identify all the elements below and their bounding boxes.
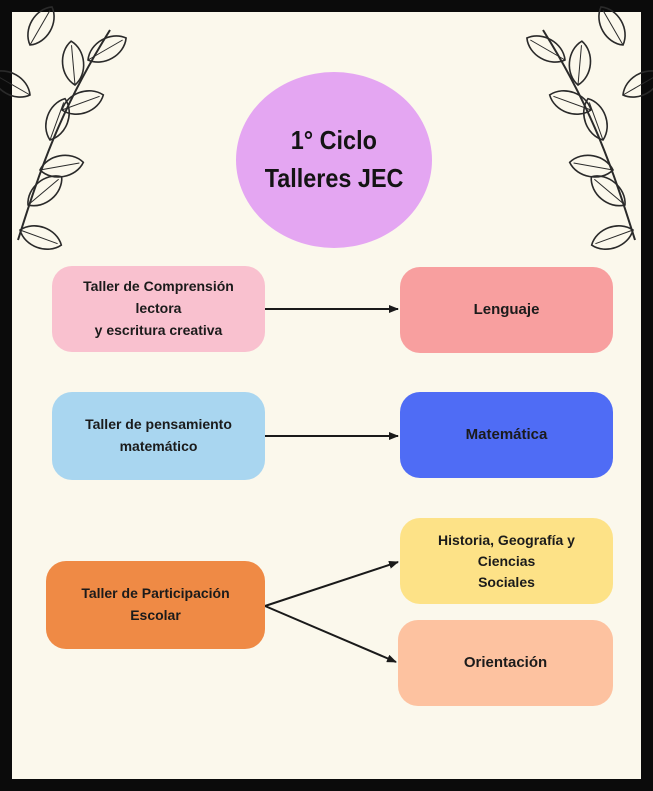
subject-label: Historia, Geografía y Ciencias	[438, 531, 575, 569]
workshop-comprension-lectora: Taller de Comprensión lectora y escritur…	[52, 266, 265, 352]
subject-lenguaje: Lenguaje	[400, 267, 613, 353]
subject-label: Sociales	[478, 573, 535, 590]
title-bubble: 1° Ciclo Talleres JEC	[236, 72, 432, 248]
subject-historia-geografia: Historia, Geografía y Ciencias Sociales	[400, 518, 613, 604]
workshop-label: y escritura creativa	[94, 321, 223, 338]
subject-matematica: Matemática	[400, 392, 613, 478]
leaf-branch-icon	[0, 0, 133, 256]
workshop-pensamiento-matematico: Taller de pensamiento matemático	[52, 392, 265, 480]
workshop-label: Taller de Comprensión lectora	[83, 278, 234, 317]
workshop-participacion-escolar: Taller de Participación Escolar	[46, 561, 265, 649]
workshop-label: Taller de Participación Escolar	[81, 585, 230, 623]
workshop-label: Taller de pensamiento	[85, 416, 232, 433]
title-line-2: Talleres JEC	[264, 163, 404, 193]
workshop-label: matemático	[119, 438, 198, 454]
subject-label: Orientación	[463, 653, 548, 671]
leaf-branch-icon	[520, 0, 653, 256]
subject-orientacion: Orientación	[398, 620, 613, 706]
subject-label: Lenguaje	[473, 300, 540, 318]
subject-label: Matemática	[465, 425, 548, 443]
title-line-1: 1° Ciclo	[290, 125, 378, 156]
arrow-participacion-to-historia	[264, 561, 399, 607]
arrow-participacion-to-orientacion	[264, 605, 397, 663]
